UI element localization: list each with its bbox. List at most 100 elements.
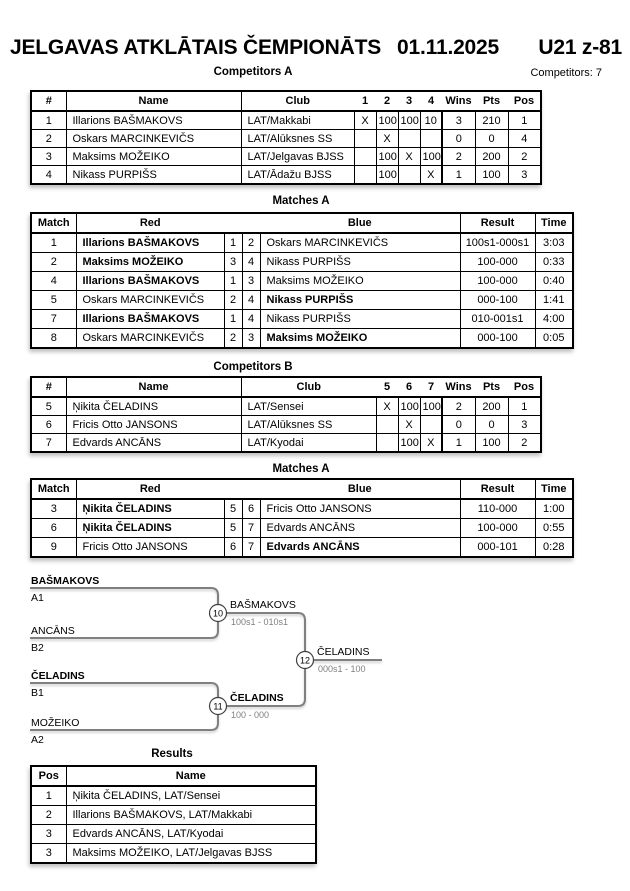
col-wins: Wins bbox=[441, 90, 475, 112]
score-cell: 100 bbox=[419, 396, 443, 416]
club-cell: LAT/Alūksnes SS bbox=[240, 415, 377, 434]
red-no-cell: 5 bbox=[223, 518, 243, 538]
page-title: JELGAVAS ATKLĀTAIS ČEMPIONĀTS 01.11.2025… bbox=[10, 36, 622, 60]
col-red: Red bbox=[75, 212, 224, 234]
name-cell: Maksims MOŽEIKO, LAT/Jelgavas BJSS bbox=[65, 843, 317, 864]
bracket-seed-label: A1 bbox=[31, 592, 44, 604]
red-no-cell: 2 bbox=[223, 328, 243, 349]
pos-cell: 1 bbox=[30, 785, 67, 806]
red-no-cell: 1 bbox=[223, 309, 243, 329]
club-cell: LAT/Makkabi bbox=[240, 110, 355, 130]
blue-no-cell: 3 bbox=[241, 271, 261, 291]
score-cell: X bbox=[375, 396, 399, 416]
wins-cell: 2 bbox=[441, 396, 476, 416]
result-row: 3 Maksims MOŽEIKO, LAT/Jelgavas BJSS bbox=[30, 843, 317, 864]
club-cell: LAT/Ādažu BJSS bbox=[240, 165, 355, 185]
pts-cell: 200 bbox=[474, 147, 509, 166]
header-row: Pos Name bbox=[30, 765, 317, 787]
section-label-results: Results bbox=[151, 748, 193, 760]
score-cell: X bbox=[419, 165, 443, 185]
competitors-count: Competitors: 7 bbox=[530, 67, 602, 79]
col-red-no bbox=[224, 212, 242, 234]
result-cell: 100s1-000s1 bbox=[459, 232, 536, 253]
col-time: Time bbox=[534, 212, 574, 234]
blue-no-cell: 6 bbox=[241, 498, 261, 519]
score-cell: 100 bbox=[375, 110, 399, 130]
table-row: 4 Nikass PURPIŠS LAT/Ādažu BJSS 100 X 1 … bbox=[30, 165, 542, 185]
score-cell bbox=[353, 129, 377, 148]
name-cell: Edvards ANCĀNS bbox=[65, 433, 242, 453]
time-cell: 4:00 bbox=[534, 309, 574, 329]
bracket-winner-name: BAŠMAKOVS bbox=[230, 598, 296, 611]
blue-name-cell: Fricis Otto JANSONS bbox=[259, 498, 461, 519]
header-row: # Name Club 1 2 3 4 Wins Pts Pos bbox=[30, 90, 542, 112]
match-no-cell: 5 bbox=[30, 290, 77, 310]
match-no-cell: 1 bbox=[30, 232, 77, 253]
pts-cell: 200 bbox=[474, 396, 509, 416]
match-row: 4 Illarions BAŠMAKOVS 1 3 Maksims MOŽEIK… bbox=[30, 271, 574, 291]
red-no-cell: 2 bbox=[223, 290, 243, 310]
red-no-cell: 3 bbox=[223, 252, 243, 272]
col-name: Name bbox=[65, 90, 242, 112]
pos-cell: 1 bbox=[507, 110, 542, 130]
result-cell: 100-000 bbox=[459, 252, 536, 272]
col-2: 2 bbox=[376, 90, 398, 112]
section-label-competitors-b: Competitors B bbox=[213, 361, 293, 373]
col-match: Match bbox=[30, 212, 77, 234]
pts-cell: 0 bbox=[474, 415, 509, 434]
match-row: 6 Ņikita ČELADINS 5 7 Edvards ANCĀNS 100… bbox=[30, 518, 574, 538]
col-pos: Pos bbox=[508, 376, 542, 398]
match-row: 5 Oskars MARCINKEVIČS 2 4 Nikass PURPIŠS… bbox=[30, 290, 574, 310]
blue-name-cell: Edvards ANCĀNS bbox=[259, 518, 461, 538]
table-row: 3 Maksims MOŽEIKO LAT/Jelgavas BJSS 100 … bbox=[30, 147, 542, 166]
blue-no-cell: 7 bbox=[241, 537, 261, 558]
match-row: 9 Fricis Otto JANSONS 6 7 Edvards ANCĀNS… bbox=[30, 537, 574, 558]
blue-name-cell: Maksims MOŽEIKO bbox=[259, 271, 461, 291]
club-cell: LAT/Kyodai bbox=[240, 433, 377, 453]
score-cell: 100 bbox=[375, 147, 399, 166]
name-cell: Ņikita ČELADINS, LAT/Sensei bbox=[65, 785, 317, 806]
red-name-cell: Fricis Otto JANSONS bbox=[75, 537, 225, 558]
pos-cell: 2 bbox=[30, 805, 67, 825]
club-cell: LAT/Jelgavas BJSS bbox=[240, 147, 355, 166]
col-blue-no bbox=[242, 212, 260, 234]
table-row: 2 Oskars MARCINKEVIČS LAT/Alūksnes SS X … bbox=[30, 129, 542, 148]
blue-no-cell: 2 bbox=[241, 232, 261, 253]
red-no-cell: 1 bbox=[223, 271, 243, 291]
red-name-cell: Maksims MOŽEIKO bbox=[75, 252, 225, 272]
wins-cell: 3 bbox=[441, 110, 476, 130]
score-cell: X bbox=[375, 129, 399, 148]
col-club: Club bbox=[240, 90, 354, 112]
score-cell bbox=[375, 415, 399, 434]
bracket-seed-label: B1 bbox=[31, 687, 44, 699]
time-cell: 0:28 bbox=[534, 537, 574, 558]
blue-name-cell: Nikass PURPIŠS bbox=[259, 309, 461, 329]
col-result: Result bbox=[459, 478, 536, 500]
match-number: 11 bbox=[213, 702, 222, 712]
score-cell bbox=[397, 129, 421, 148]
pos-cell: 3 bbox=[507, 415, 542, 434]
name-cell: Fricis Otto JANSONS bbox=[65, 415, 242, 434]
result-row: 3 Edvards ANCĀNS, LAT/Kyodai bbox=[30, 824, 317, 844]
blue-name-cell: Oskars MARCINKEVIČS bbox=[259, 232, 461, 253]
header-row: Match Red Blue Result Time bbox=[30, 212, 574, 234]
wins-cell: 1 bbox=[441, 165, 476, 185]
pos-cell: 2 bbox=[507, 433, 542, 453]
col-name: Name bbox=[65, 376, 242, 398]
pos-cell: 4 bbox=[507, 129, 542, 148]
blue-name-cell: Nikass PURPIŠS bbox=[259, 252, 461, 272]
rank-cell: 7 bbox=[30, 433, 67, 453]
blue-no-cell: 4 bbox=[241, 309, 261, 329]
match-circle bbox=[208, 603, 228, 623]
pts-cell: 100 bbox=[474, 165, 509, 185]
match-circle bbox=[208, 696, 228, 716]
blue-no-cell: 4 bbox=[241, 252, 261, 272]
col-3: 3 bbox=[398, 90, 420, 112]
score-cell bbox=[397, 165, 421, 185]
result-cell: 110-000 bbox=[459, 498, 536, 519]
section-label-matches-a: Matches A bbox=[272, 195, 330, 207]
name-cell: Maksims MOŽEIKO bbox=[65, 147, 242, 166]
red-no-cell: 5 bbox=[223, 498, 243, 519]
score-cell: 100 bbox=[375, 165, 399, 185]
